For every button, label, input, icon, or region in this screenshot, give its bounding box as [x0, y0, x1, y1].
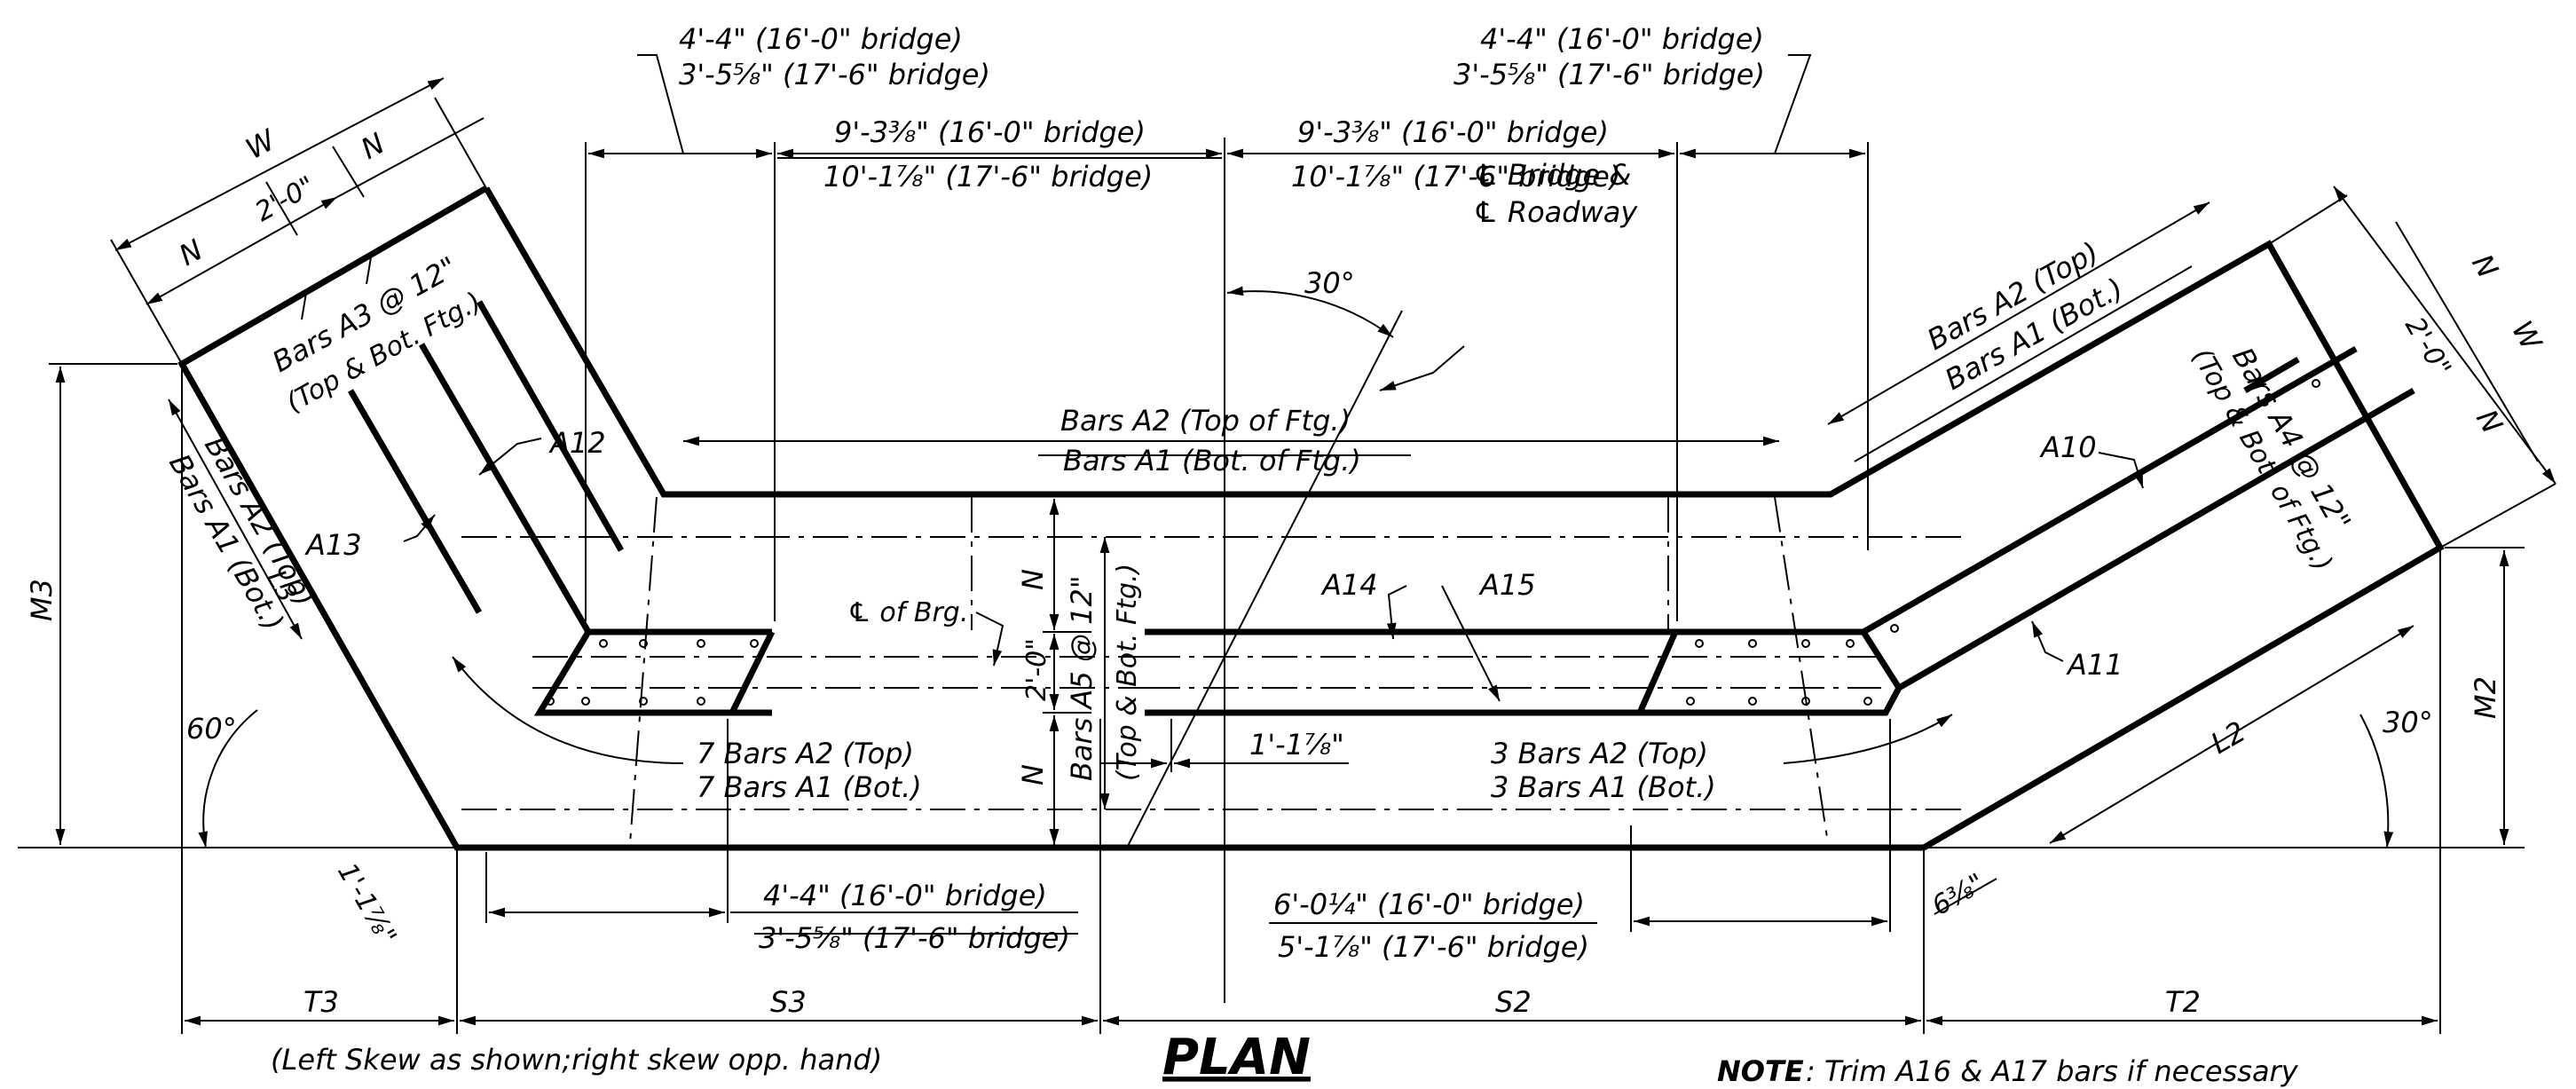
- label-a12: A12: [548, 426, 606, 460]
- dim-n-top: N: [1016, 569, 1050, 590]
- dim-two-ft-right: 2'-0": [2399, 312, 2457, 383]
- dim-s2: S2: [1495, 985, 1532, 1019]
- dim-top-right-2: 3'-5⅝" (17'-6" bridge): [1453, 58, 1765, 91]
- dim-l2: L2: [2205, 714, 2251, 761]
- dim-n-left-2: N: [355, 126, 390, 166]
- label-bars-a1-bot-ftg: Bars A1 (Bot. of Ftg.): [1063, 444, 1361, 477]
- dim-t3: T3: [303, 985, 339, 1019]
- skew-note: (Left Skew as shown;right skew opp. hand…: [271, 1043, 882, 1077]
- dim-n-left-1: N: [173, 233, 208, 272]
- dim-bot-left-2: 3'-5⅝" (17'-6" bridge): [759, 921, 1070, 955]
- title-block: PLAN (Left Skew as shown;right skew opp.…: [271, 1029, 2299, 1088]
- centerlines: [461, 138, 1970, 1003]
- dim-mid-right-1: 9'-3⅜" (16'-0" bridge): [1297, 115, 1609, 149]
- dim-n-right-2: N: [2470, 404, 2509, 439]
- rebar-labels: ℄ Bridge & ℄ Roadway ℄ of Brg. Bars A2 (…: [162, 158, 2358, 804]
- label-a11: A11: [2066, 648, 2123, 682]
- dim-n-right-1: N: [2465, 249, 2505, 284]
- dim-w-left: W: [240, 122, 281, 166]
- label-a15: A15: [1478, 568, 1536, 602]
- dimension-lines: [18, 54, 2556, 1034]
- dim-mid-right-2: 10'-1⅞" (17'-6" bridge): [1291, 160, 1620, 193]
- angle-60: 60°: [186, 712, 237, 746]
- label-bars-a5: Bars A5 @ 12": [1065, 575, 1099, 781]
- dim-m3: M3: [25, 579, 59, 621]
- dim-top-left-2: 3'-5⅝" (17'-6" bridge): [679, 58, 990, 91]
- cap-outline: [347, 300, 2415, 716]
- angle-30-top: 30°: [1304, 266, 1355, 300]
- dim-top-left-1: 4'-4" (16'-0" bridge): [679, 22, 963, 56]
- dim-top-right-1: 4'-4" (16'-0" bridge): [1480, 22, 1764, 56]
- note-text: : Trim A16 & A17 bars if necessary: [1806, 1054, 2299, 1088]
- label-cl-bridge-1: ℄ Bridge &: [1473, 158, 1631, 192]
- dim-bot-right-2: 5'-1⅞" (17'-6" bridge): [1278, 930, 1589, 964]
- dim-bot-left-1: 4'-4" (16'-0" bridge): [763, 879, 1047, 912]
- label-a13: A13: [304, 528, 362, 562]
- label-bars-a2-top-ftg: Bars A2 (Top of Ftg.): [1060, 404, 1351, 438]
- dim-w-right: W: [2505, 315, 2548, 358]
- dim-m2: M2: [2469, 676, 2502, 719]
- drawing-title: PLAN: [1162, 1029, 1311, 1086]
- label-bars-a5-sub: (Top & Bot. Ftg.): [1112, 564, 1143, 781]
- angle-30-right: 30°: [2383, 706, 2433, 739]
- dim-two-ft-center: 2'-0": [1021, 638, 1052, 701]
- note-label: NOTE: [1717, 1054, 1804, 1088]
- label-cl-bridge-2: ℄ Roadway: [1473, 195, 1638, 229]
- label-cl-brg: ℄ of Brg.: [847, 597, 968, 628]
- dim-left-small: 1'-1⅞": [331, 858, 402, 951]
- dim-center-gap: 1'-1⅞": [1249, 728, 1344, 762]
- dim-bot-right-1: 6'-0¼" (16'-0" bridge): [1273, 888, 1585, 921]
- dimension-text: 4'-4" (16'-0" bridge) 3'-5⅝" (17'-6" bri…: [25, 22, 2548, 1019]
- label-a10: A10: [2039, 430, 2097, 464]
- dim-mid-left-1: 9'-3⅜" (16'-0" bridge): [834, 115, 1146, 149]
- label-a14: A14: [1320, 568, 1378, 602]
- dim-n-bottom: N: [1016, 764, 1050, 785]
- label-three-a1: 3 Bars A1 (Bot.): [1491, 770, 1716, 804]
- label-three-a2: 3 Bars A2 (Top): [1491, 737, 1708, 770]
- dim-mid-left-2: 10'-1⅞" (17'-6" bridge): [823, 160, 1153, 193]
- label-seven-a1: 7 Bars A1 (Bot.): [697, 770, 922, 804]
- label-seven-a2: 7 Bars A2 (Top): [697, 737, 914, 770]
- dim-two-ft-left: 2'-0": [250, 170, 320, 228]
- dim-t2: T2: [2165, 985, 2201, 1019]
- dim-s3: S3: [770, 985, 807, 1019]
